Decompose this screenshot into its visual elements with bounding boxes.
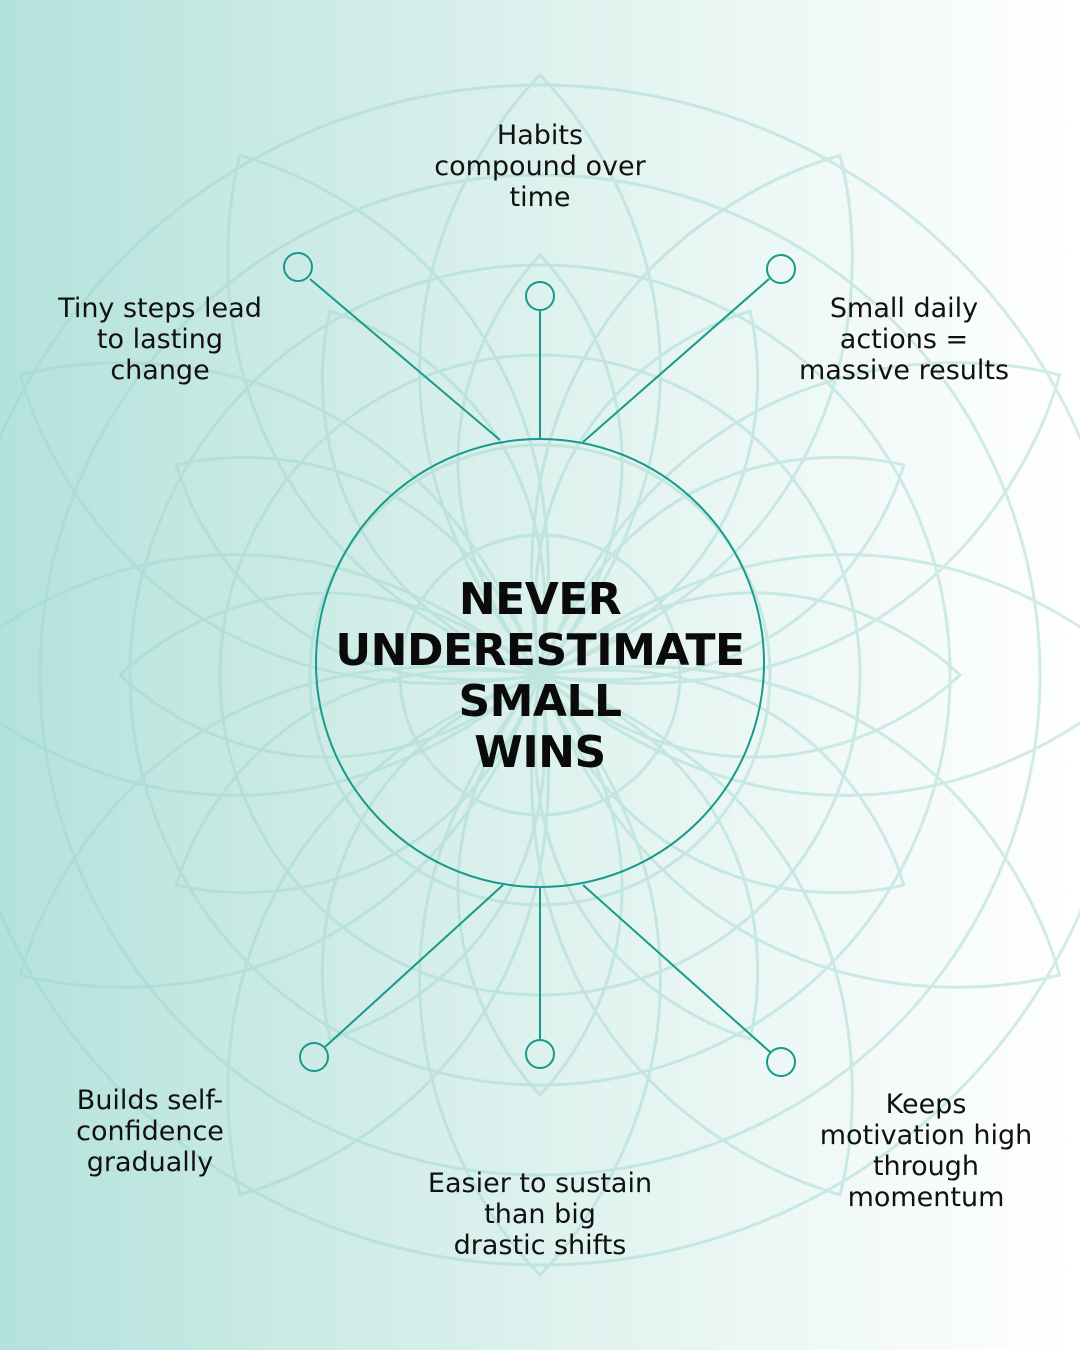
point-label-top-right: Small daily actions = massive results [754,293,1054,386]
label-line: change [110,355,210,386]
label-line: massive results [798,355,1010,386]
circle-node-icon [525,281,555,311]
label-line: Tiny steps lead [58,293,262,324]
title-line: UNDERESTIMATE [335,625,745,676]
pattern-petal [18,665,543,989]
pattern-petal [537,553,1080,797]
label-line: to lasting [96,324,224,355]
circle-node-icon [766,1047,796,1077]
pattern-petal [533,309,760,678]
connector-line-bottom-left [324,884,504,1048]
pattern-petal [18,361,543,685]
circle-node-icon [299,1042,329,1072]
pattern-petal [537,361,1062,685]
pattern-petal [226,672,550,1197]
pattern-petal [174,668,543,895]
pattern-petal [456,672,624,1098]
pattern-petal [0,553,543,797]
point-label-bottom-center: Easier to sustain than big drastic shift… [390,1168,690,1261]
label-line: Easier to sustain [427,1168,653,1199]
title-line: WINS [474,727,606,778]
pattern-ring [398,533,682,817]
center-title: NEVER UNDERESTIMATE SMALL WINS [320,574,760,778]
pattern-petal [117,591,543,759]
label-line: confidence [76,1116,224,1147]
pattern-petal [537,455,906,682]
label-line: Habits [496,120,584,151]
label-line: Builds self- [76,1085,224,1116]
circle-node-icon [766,254,796,284]
label-line: compound over [434,151,646,182]
pattern-ring [38,173,1042,1177]
connector-line-bottom-right [582,884,771,1053]
pattern-petal [537,591,963,759]
pattern-petal [418,672,662,1278]
label-line: time [509,182,571,213]
pattern-petal [533,672,760,1041]
label-line: momentum [847,1182,1005,1213]
title-line: SMALL [458,676,622,727]
label-line: Keeps [885,1089,967,1120]
label-line: motivation high [819,1120,1033,1151]
label-line: than big [484,1199,596,1230]
label-line: actions = [839,324,969,355]
pattern-petal [418,72,662,678]
pattern-petal [456,252,624,678]
pattern-petal [226,153,550,678]
pattern-petal [537,668,906,895]
label-line: Small daily [829,293,979,324]
label-line: through [872,1151,980,1182]
pattern-petal [530,153,854,678]
point-label-bottom-left: Builds self- confidence gradually [0,1085,300,1178]
label-line: gradually [86,1147,214,1178]
connector-line-top-left [309,278,501,441]
connector-line-top-right [582,278,770,443]
pattern-petal [320,309,547,678]
label-line: drastic shifts [453,1230,627,1261]
title-line: NEVER [458,574,622,625]
pattern-petal [320,672,547,1041]
pattern-petal [174,455,543,682]
pattern-petal [537,665,1062,989]
pattern-petal [530,672,854,1197]
point-label-top: Habits compound over time [390,120,690,213]
point-label-top-left: Tiny steps lead to lasting change [10,293,310,386]
circle-node-icon [283,252,313,282]
pattern-ring [0,83,1080,1267]
circle-node-icon [525,1039,555,1069]
point-label-bottom-right: Keeps motivation high through momentum [776,1089,1076,1213]
pattern-ring [128,263,952,1087]
